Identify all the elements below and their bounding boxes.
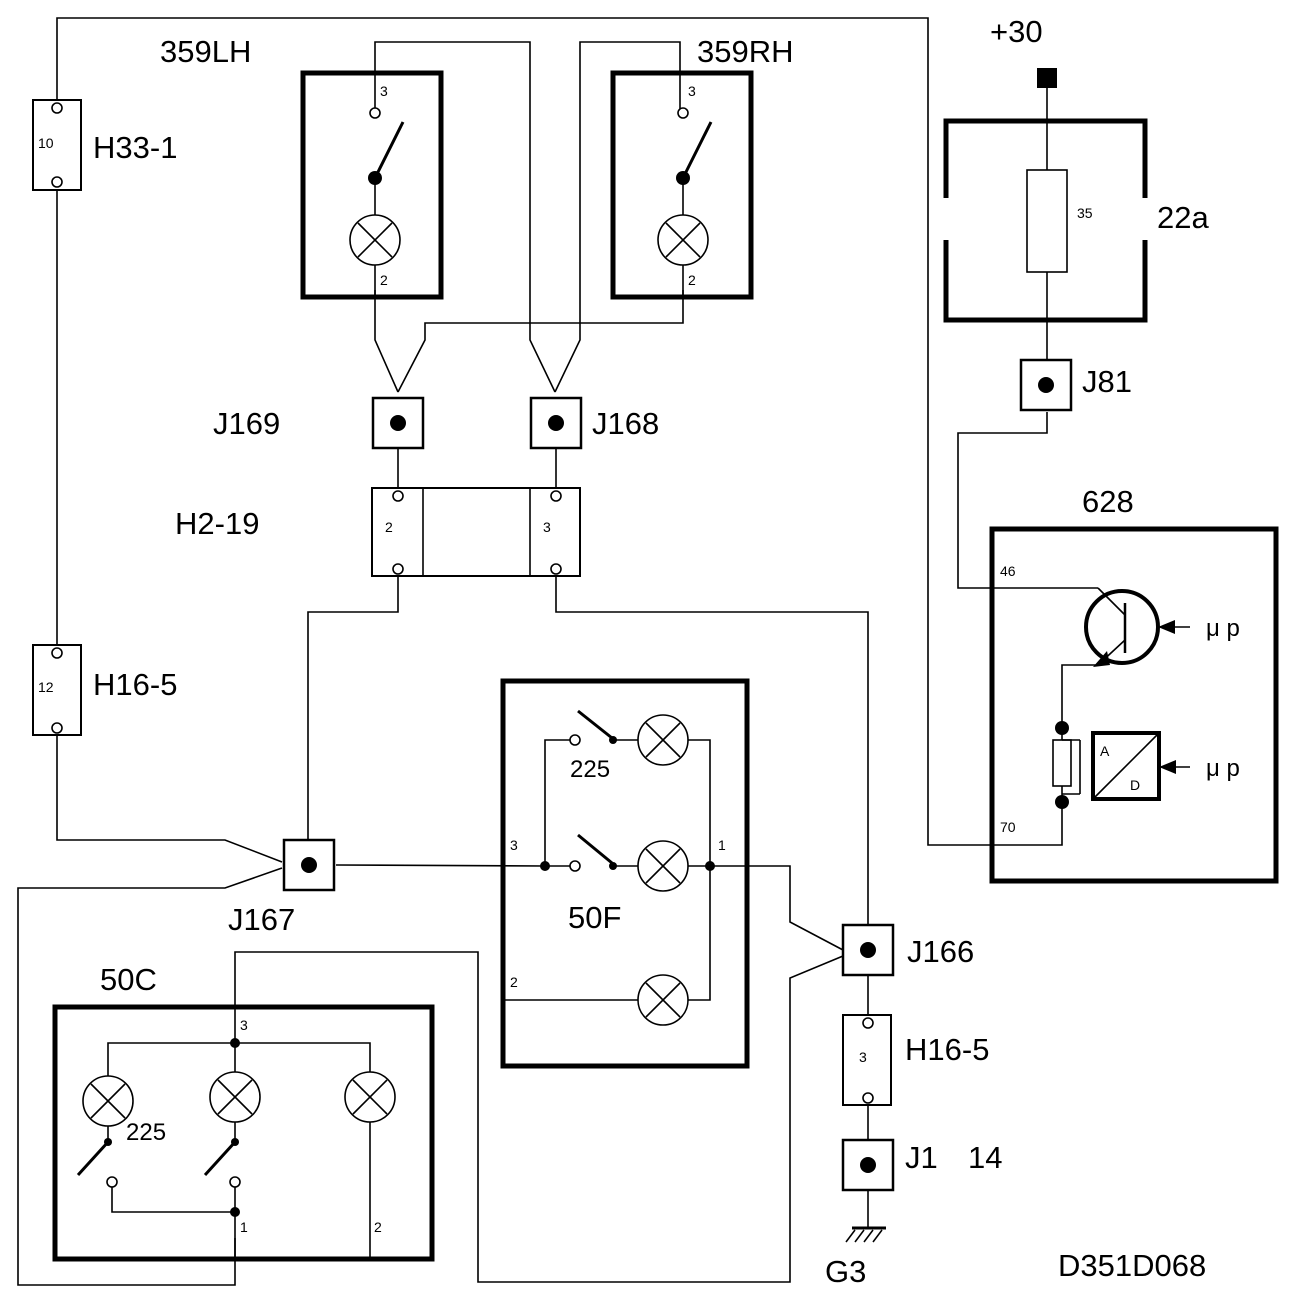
diagram-reference: D351D068 xyxy=(1058,1248,1206,1283)
359rh-pin-bottom: 2 xyxy=(688,272,696,288)
359lh-pin-top: 3 xyxy=(380,83,388,99)
359rh-pin-top: 3 xyxy=(688,83,696,99)
lamp-box-50f-label: 50F xyxy=(568,900,621,935)
50c-switch-label: 225 xyxy=(126,1119,166,1146)
supply-terminal xyxy=(1037,68,1057,88)
lamp-box-50c: 225 3 1 2 xyxy=(52,1004,435,1262)
50f-pin-1: 1 xyxy=(718,837,726,853)
connector-j1-label: J1 xyxy=(905,1140,938,1175)
fuse-box-22a-label: 22a xyxy=(1157,200,1209,235)
fuse-h33-1-label: H33-1 xyxy=(93,130,177,165)
switch-359rh-label: 359RH xyxy=(697,34,794,69)
module-628-label: 628 xyxy=(1082,484,1134,519)
connector-j1-pin-label: 14 xyxy=(968,1140,1002,1175)
connector-j81 xyxy=(1019,358,1073,412)
h2-19-pin-right: 3 xyxy=(543,519,551,535)
h2-19-pin-left: 2 xyxy=(385,519,393,535)
connector-h2-19-label: H2-19 xyxy=(175,506,259,541)
adc-a-label: A xyxy=(1100,743,1110,759)
fuse-rating: 35 xyxy=(1077,205,1093,221)
lamp-box-50f: 225 3 1 2 xyxy=(500,678,750,1069)
628-pin-46: 46 xyxy=(1000,563,1016,579)
connector-j166 xyxy=(841,923,895,977)
50f-switch-label: 225 xyxy=(570,756,610,783)
fuse-h33-1-pin: 10 xyxy=(38,135,54,151)
connector-j167-label: J167 xyxy=(228,902,295,937)
connector-j81-label: J81 xyxy=(1082,364,1132,399)
mu-p-label-1: μ p xyxy=(1206,615,1240,642)
connector-j1 xyxy=(841,1138,895,1192)
connector-j168-label: J168 xyxy=(592,406,659,441)
mu-p-label-2: μ p xyxy=(1206,755,1240,782)
wires xyxy=(17,17,1098,1286)
connector-j168 xyxy=(529,396,583,450)
switch-359lh-label: 359LH xyxy=(160,34,251,69)
switch-359rh: 3 2 xyxy=(610,70,754,300)
fuse-h16-5-mid: 12 xyxy=(32,644,82,736)
lamp-box-50c-label: 50C xyxy=(100,962,157,997)
50c-pin-1: 1 xyxy=(240,1219,248,1235)
fuse-h16-5-low-label: H16-5 xyxy=(905,1032,989,1067)
switch-359lh: 3 2 xyxy=(300,70,444,300)
connector-h2-19: 2 3 xyxy=(371,487,581,577)
628-pin-70: 70 xyxy=(1000,819,1016,835)
ground-label: G3 xyxy=(825,1254,866,1289)
fuse-h16-5-mid-pin: 12 xyxy=(38,679,54,695)
module-628: 46 70 μ p A D μ p xyxy=(989,526,1279,884)
supply-label: +30 xyxy=(990,14,1043,49)
connector-j167 xyxy=(282,838,336,892)
connector-j166-label: J166 xyxy=(907,934,974,969)
fuse-h16-5-low-pin: 3 xyxy=(859,1049,867,1065)
adc-d-label: D xyxy=(1130,777,1140,793)
fuse-h16-5-low: 3 xyxy=(842,1014,892,1106)
50c-pin-2: 2 xyxy=(374,1219,382,1235)
fuse-box-22a: 35 xyxy=(943,118,1148,323)
fuse-h33-1: 10 xyxy=(32,99,82,191)
359lh-pin-bottom: 2 xyxy=(380,272,388,288)
ground-symbol xyxy=(845,1226,886,1243)
connector-j169 xyxy=(371,396,425,450)
50c-pin-3: 3 xyxy=(240,1017,248,1033)
fuse-h16-5-mid-label: H16-5 xyxy=(93,667,177,702)
50f-pin-2: 2 xyxy=(510,974,518,990)
50f-pin-3: 3 xyxy=(510,837,518,853)
connector-j169-label: J169 xyxy=(213,406,280,441)
